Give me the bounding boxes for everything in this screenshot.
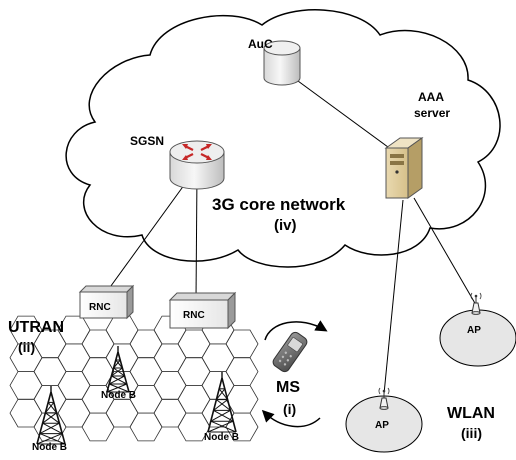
ap-label-bottom: AP bbox=[375, 420, 389, 431]
cell-hexagon bbox=[177, 329, 211, 359]
router-icon bbox=[169, 140, 225, 190]
cell-hexagon bbox=[81, 329, 115, 359]
connection-lines bbox=[107, 69, 477, 395]
cell-hexagon bbox=[57, 343, 91, 373]
rnc-box-right bbox=[168, 291, 237, 330]
tower-brace bbox=[108, 375, 125, 385]
tower-brace bbox=[39, 433, 66, 445]
cell-hexagon bbox=[177, 384, 211, 414]
ap-label-right: AP bbox=[467, 325, 481, 336]
mobile-phone-icon bbox=[272, 331, 308, 373]
rnc-label-right: RNC bbox=[183, 310, 205, 321]
cell-hexagon bbox=[105, 398, 139, 428]
ms-title: MS bbox=[276, 379, 300, 396]
rotation-arrow-icon-bottom bbox=[261, 409, 321, 428]
cell-hexagon bbox=[57, 398, 91, 428]
tower-brace bbox=[210, 420, 237, 433]
aaa-label-line1: AAA bbox=[418, 90, 444, 104]
cell-hexagon bbox=[153, 398, 187, 428]
tower-brace bbox=[50, 391, 55, 403]
wlan-roman: (iii) bbox=[461, 425, 482, 441]
cell-hexagon bbox=[153, 343, 187, 373]
tower-brace bbox=[218, 388, 228, 400]
auc-label: AuC bbox=[248, 37, 273, 51]
cell-hexagon bbox=[225, 357, 259, 386]
cell-hex-grid bbox=[9, 315, 259, 442]
tower-brace bbox=[216, 388, 226, 400]
utran-roman: (ii) bbox=[18, 339, 35, 355]
tower-brace bbox=[42, 412, 57, 424]
sgsn-label: SGSN bbox=[130, 134, 164, 148]
core-network-cloud bbox=[65, 9, 501, 268]
tower-brace bbox=[210, 409, 231, 422]
core-network-title: 3G core network bbox=[212, 195, 346, 214]
tower-brace bbox=[221, 377, 226, 389]
rnc-label-left: RNC bbox=[89, 302, 111, 313]
tower-brace bbox=[216, 399, 231, 411]
tower-brace bbox=[36, 433, 63, 445]
cell-hexagon bbox=[9, 398, 43, 428]
cell-hexagon bbox=[129, 357, 163, 386]
tower-brace bbox=[39, 422, 60, 435]
cell-hexagon bbox=[225, 329, 259, 359]
tower-brace bbox=[113, 367, 125, 377]
tower-brace bbox=[207, 420, 234, 433]
core-network-roman: (iv) bbox=[274, 217, 297, 234]
access-point-icon bbox=[470, 292, 482, 315]
cell-tower-icon bbox=[36, 386, 66, 445]
tower-brace bbox=[113, 359, 121, 369]
tower-brace bbox=[111, 367, 123, 377]
tower-brace bbox=[47, 402, 57, 414]
nodeb-label-right: Node B bbox=[204, 432, 239, 443]
tower-brace bbox=[213, 399, 228, 411]
cell-tower-icon bbox=[207, 372, 237, 433]
tower-brace bbox=[42, 422, 63, 435]
tower-brace bbox=[213, 409, 234, 422]
tower-brace bbox=[115, 359, 123, 369]
cell-hexagon bbox=[177, 357, 211, 386]
cell-hexagon bbox=[33, 357, 67, 386]
cell-hexagon bbox=[129, 412, 163, 442]
tower-brace bbox=[218, 377, 223, 389]
rotation-arrow-icon-top bbox=[264, 320, 328, 341]
aaa-label-line2: server bbox=[414, 106, 450, 120]
cell-hexagon bbox=[9, 371, 43, 400]
tower-brace bbox=[47, 391, 52, 403]
ms-roman: (i) bbox=[283, 401, 296, 417]
tower-brace bbox=[106, 383, 127, 393]
cell-hexagon bbox=[129, 329, 163, 359]
ap-coverage-right bbox=[439, 309, 516, 367]
cell-hexagon bbox=[105, 315, 139, 345]
tower-brace bbox=[45, 402, 55, 414]
server-tower-icon bbox=[384, 137, 424, 199]
tower-brace bbox=[111, 375, 128, 385]
cell-hexagon bbox=[201, 343, 235, 373]
cell-hexagon bbox=[153, 371, 187, 400]
auc-database-icon bbox=[263, 40, 301, 86]
access-point-icon bbox=[378, 387, 390, 410]
tower-brace bbox=[109, 383, 130, 393]
cell-hexagon bbox=[225, 412, 259, 442]
nodeb-label-center: Node B bbox=[101, 390, 136, 401]
tower-brace bbox=[117, 351, 121, 361]
tower-brace bbox=[45, 412, 60, 424]
rnc-box-left bbox=[78, 284, 135, 320]
nodeb-label-left: Node B bbox=[32, 442, 67, 453]
cell-hexagon bbox=[57, 371, 91, 400]
utran-title: UTRAN bbox=[8, 319, 64, 336]
cell-tower-icon bbox=[106, 346, 130, 393]
cell-hexagon bbox=[33, 384, 67, 414]
wlan-title: WLAN bbox=[447, 405, 495, 422]
tower-brace bbox=[115, 351, 119, 361]
cell-hexagon bbox=[81, 412, 115, 442]
